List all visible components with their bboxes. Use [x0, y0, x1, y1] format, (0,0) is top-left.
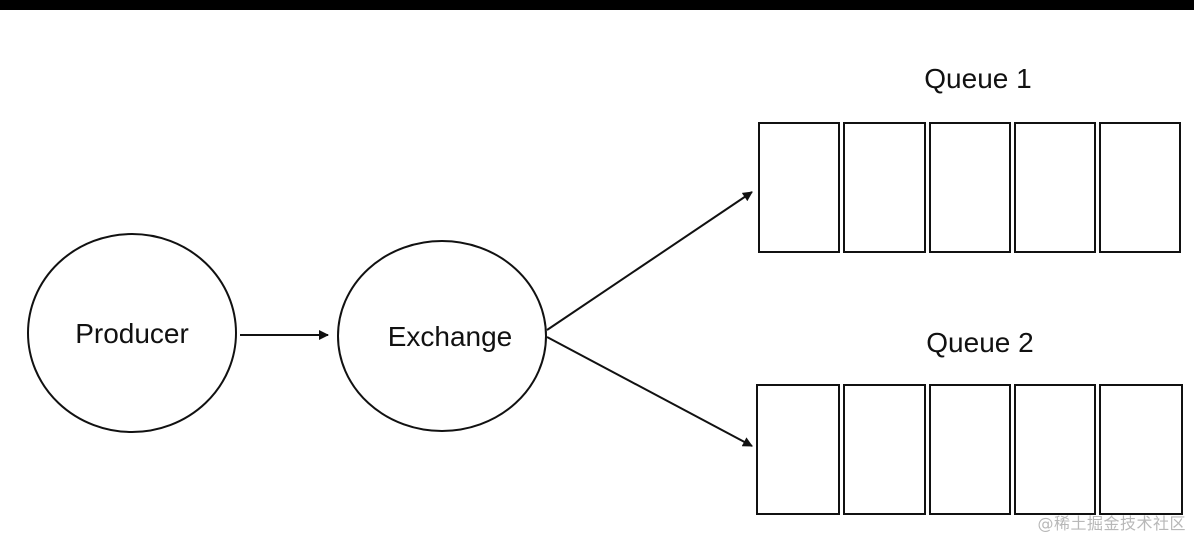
queue-1-slot — [843, 122, 926, 253]
producer-node: Producer — [27, 233, 237, 433]
queue-2-slot — [1099, 384, 1183, 515]
exchange-to-queue-1-arrow — [546, 191, 753, 331]
queue-1-slot — [1014, 122, 1096, 253]
exchange-node: Exchange — [337, 240, 547, 432]
queue-1-slot — [758, 122, 840, 253]
exchange-circle — [337, 240, 547, 432]
queue-2-slot — [929, 384, 1011, 515]
exchange-to-queue-2-arrow — [546, 336, 753, 447]
queue-1: Queue 1 — [758, 63, 1181, 253]
queue-1-slot — [1099, 122, 1181, 253]
queue-1-slot — [929, 122, 1011, 253]
queue-2-slot — [843, 384, 926, 515]
queue-2: Queue 2 — [756, 327, 1183, 515]
watermark-text: @稀土掘金技术社区 — [1037, 514, 1186, 533]
queue-1-label: Queue 1 — [924, 63, 1031, 94]
queue-2-slot — [756, 384, 840, 515]
producer-label: Producer — [75, 318, 189, 349]
producer-circle — [27, 233, 237, 433]
exchange-label: Exchange — [388, 321, 513, 352]
queue-2-slot — [1014, 384, 1096, 515]
queue-2-label: Queue 2 — [926, 327, 1033, 358]
